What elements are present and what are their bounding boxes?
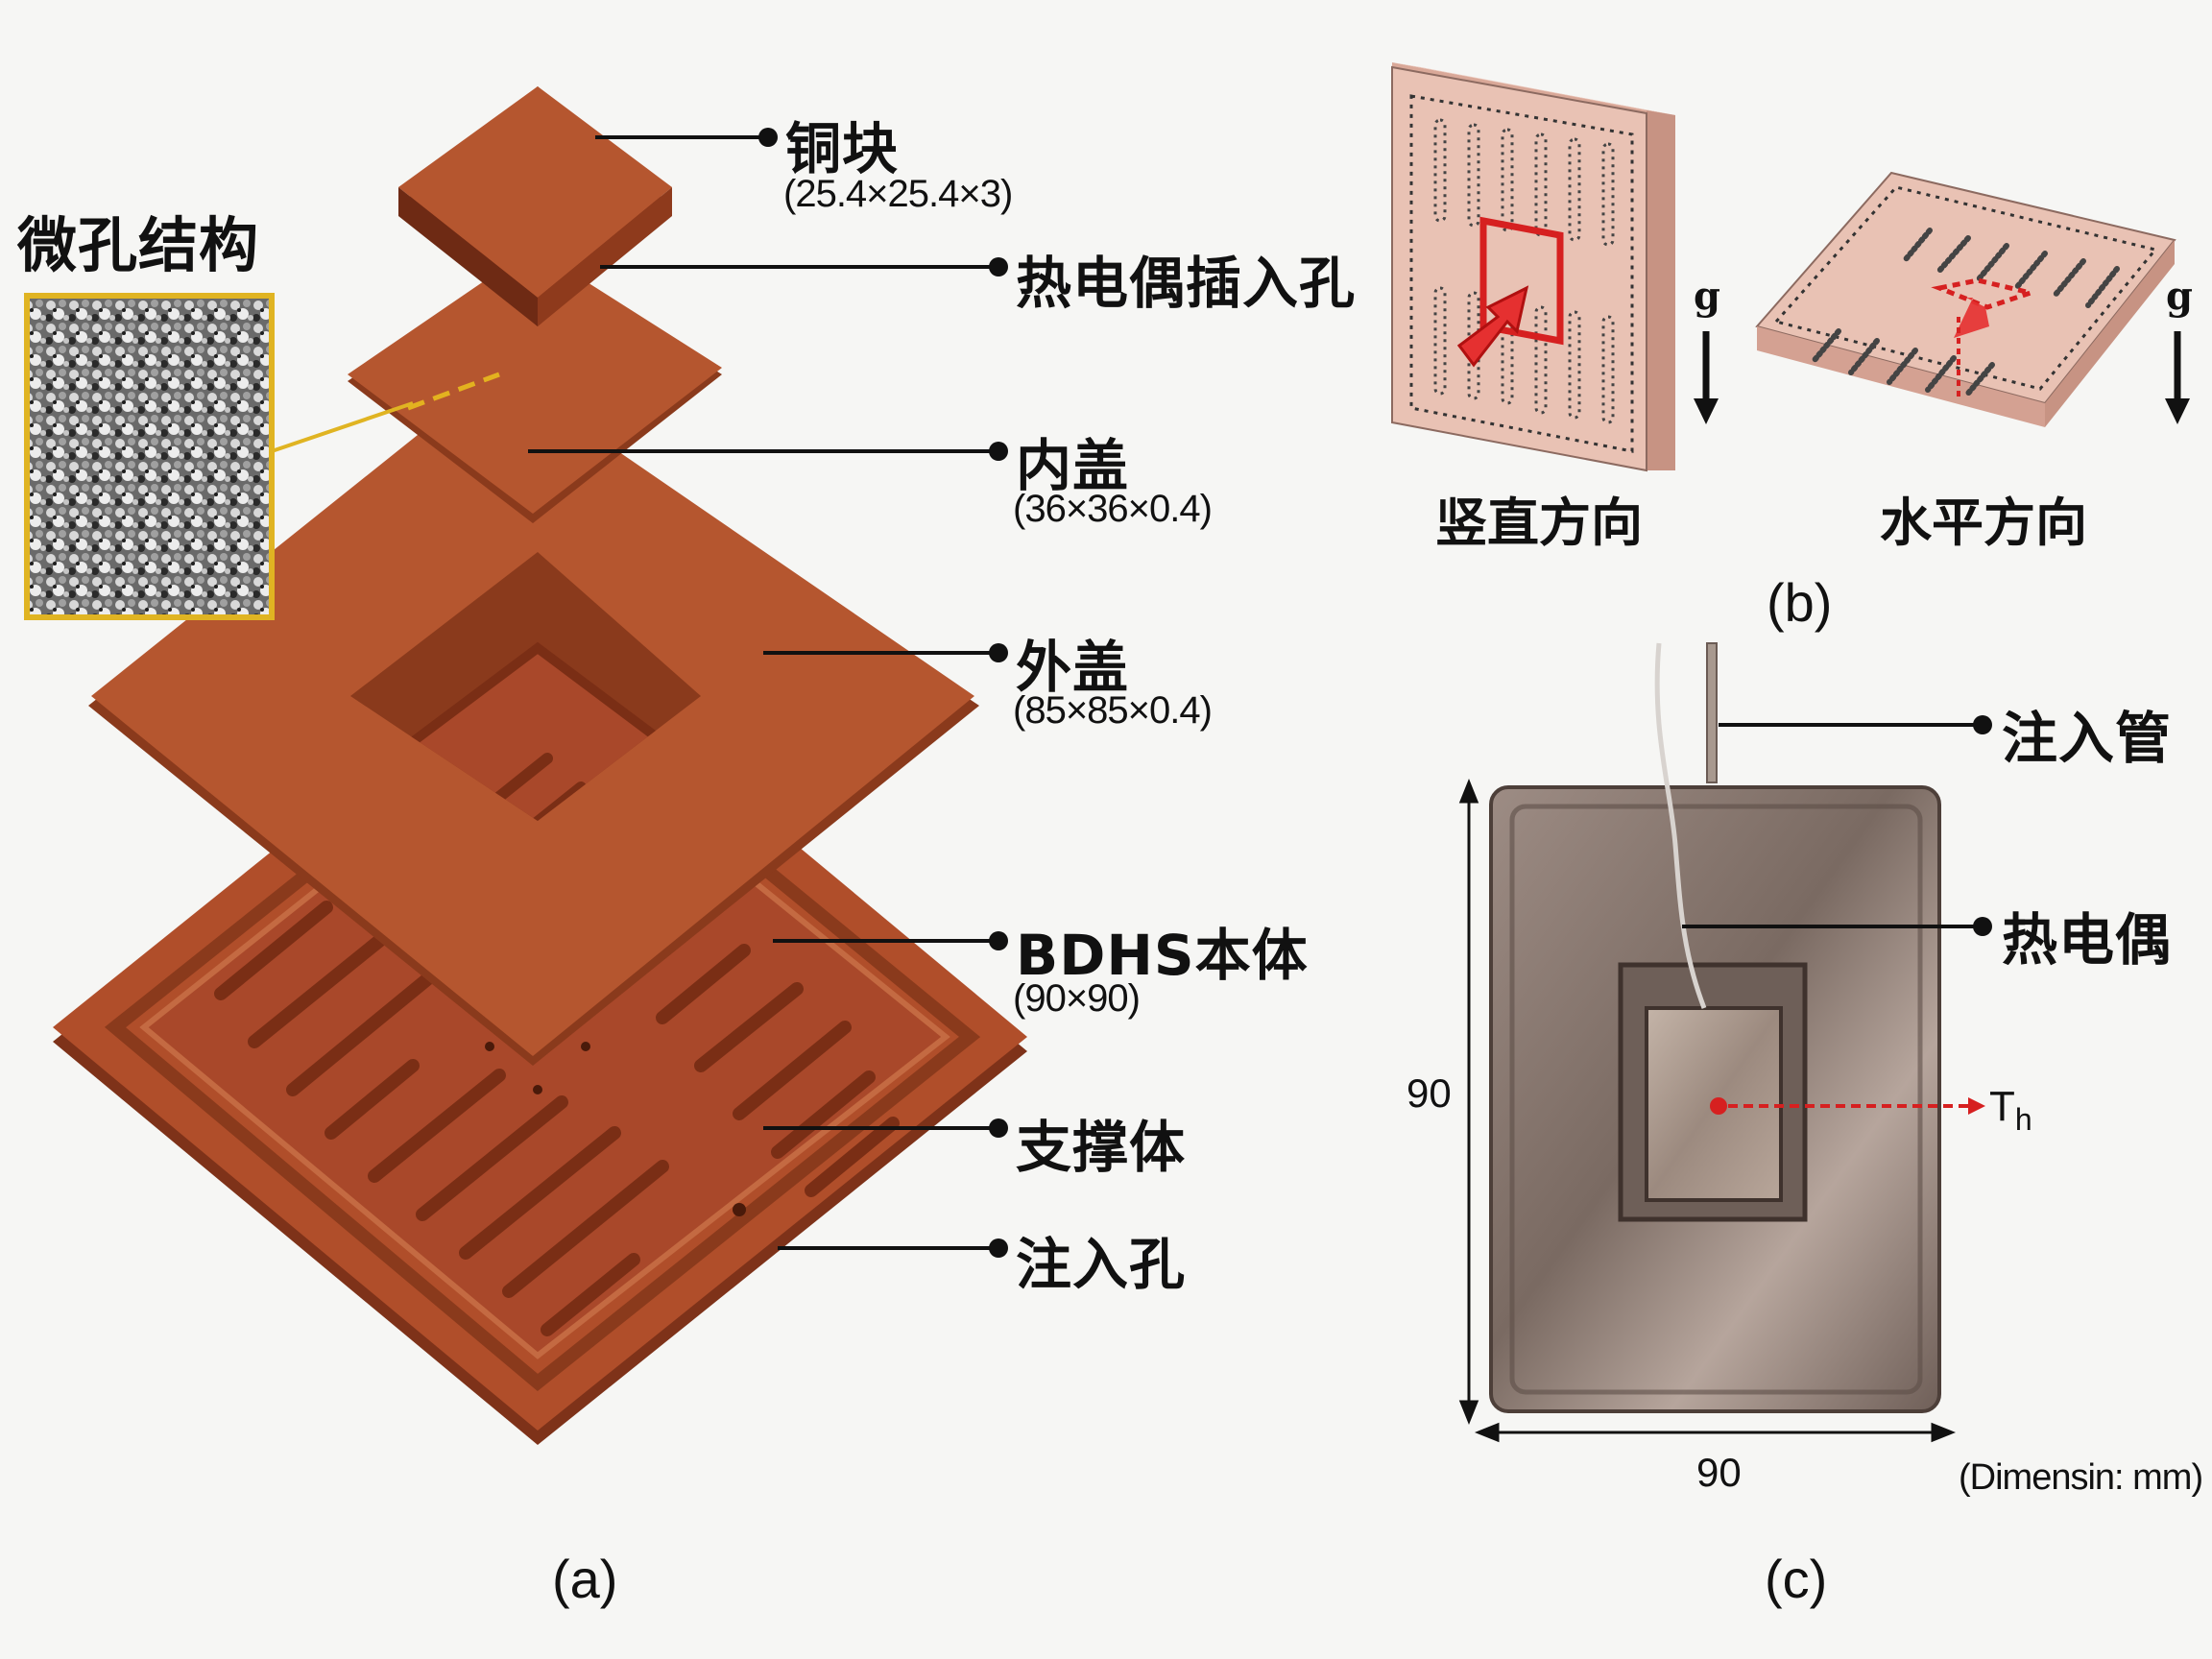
inner-cover-dims: (36×36×0.4): [1013, 488, 1213, 530]
outer-cover-dims: (85×85×0.4): [1013, 689, 1213, 732]
horizontal-orientation-label: 水平方向: [1880, 493, 2087, 553]
vertical-orientation-plate: [1391, 62, 1675, 472]
panel-a-exploded-view: [24, 86, 1027, 1445]
outer-cover-label: 外盖: [1016, 635, 1130, 700]
inject-tube: [1706, 642, 1718, 783]
outer-cover: [88, 370, 979, 1066]
thermocouple-wire: [1654, 642, 1707, 1009]
copper-block-dims: (25.4×25.4×3): [783, 173, 1013, 215]
gravity-arrows: [1694, 331, 2190, 424]
support-label: 支撑体: [1016, 1115, 1187, 1180]
inner-cover: [348, 248, 722, 523]
thermocouple-label: 热电偶: [2002, 907, 2173, 973]
leader-lines-a: [528, 128, 1008, 1258]
microstructure-inset: [24, 293, 414, 620]
inject-tube-label: 注入管: [2002, 706, 2173, 771]
panel-c-photo: [1458, 642, 1992, 1443]
inject-hole-label: 注入孔: [1016, 1232, 1187, 1297]
horizontal-orientation-plate: [1755, 171, 2176, 427]
panel-c-label: (c): [1765, 1549, 1828, 1609]
th-label: Th: [1989, 1083, 2032, 1137]
dimension-arrows: [1458, 778, 1957, 1443]
bdhs-body-label: BDHS本体: [1016, 923, 1309, 988]
gravity-label-vertical: g: [1694, 274, 1720, 319]
microstructure-title: 微孔结构: [17, 210, 260, 280]
copper-block: [398, 86, 672, 326]
inner-cover-label: 内盖: [1016, 433, 1130, 498]
dimension-unit-note: (Dimensin: mm): [1959, 1457, 2203, 1498]
gravity-label-horizontal: g: [2166, 274, 2193, 319]
vertical-orientation-label: 竖直方向: [1435, 493, 1643, 553]
panel-b-label: (b): [1767, 572, 1833, 633]
panel-b-orientations: [1391, 62, 2190, 472]
copper-block-label: 铜块: [785, 116, 900, 181]
width-dimension: 90: [1696, 1450, 1742, 1495]
bdhs-body-dims: (90×90): [1013, 977, 1141, 1020]
panel-a-label: (a): [552, 1549, 618, 1609]
support-ribs: [214, 901, 900, 1336]
height-dimension: 90: [1407, 1070, 1452, 1116]
thermocouple-hole-label: 热电偶插入孔: [1016, 251, 1357, 316]
inject-hole-dot: [733, 1203, 746, 1216]
